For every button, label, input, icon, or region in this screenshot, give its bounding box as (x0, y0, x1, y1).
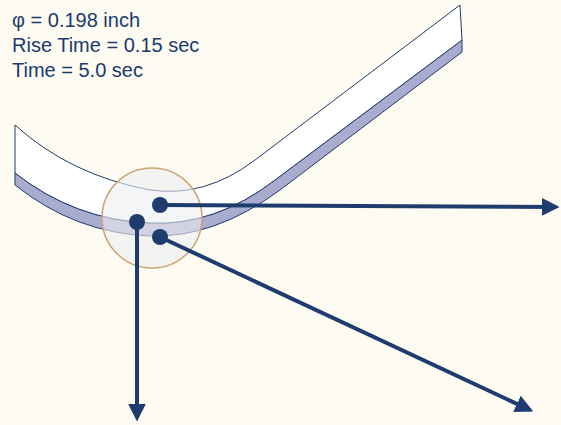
parameter-label: φ = 0.198 inch (12, 8, 199, 33)
force-arrow (160, 237, 530, 410)
label-group: φ = 0.198 inchRise Time = 0.15 secTime =… (12, 8, 199, 83)
point-dot (129, 214, 145, 230)
parameter-label: Rise Time = 0.15 sec (12, 33, 199, 58)
force-arrow (160, 205, 556, 207)
detail-circle (102, 168, 202, 268)
parameter-label: Time = 5.0 sec (12, 58, 199, 83)
force-arrow (135, 222, 139, 418)
point-dot (152, 197, 168, 213)
point-dot (152, 229, 168, 245)
